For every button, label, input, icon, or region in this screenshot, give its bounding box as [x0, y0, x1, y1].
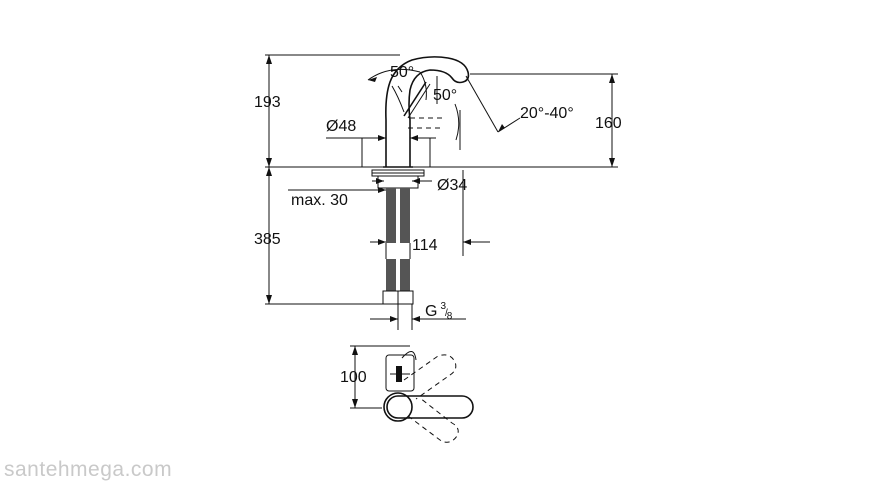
mounting-assembly	[371, 169, 425, 305]
left-dimension-lines	[265, 54, 400, 305]
spout-angle-label: 50°	[390, 64, 414, 81]
spout-height-label: 160	[595, 115, 622, 132]
reach-lines	[370, 170, 490, 256]
spout-swivel-label: 20°-40°	[520, 105, 574, 122]
diameter-hole-label: Ø34	[437, 177, 467, 194]
max-thickness-label: max. 30	[291, 192, 348, 209]
lower-height-label: 385	[254, 231, 281, 248]
plan-depth-label: 100	[340, 369, 367, 386]
max30-lines	[288, 187, 386, 193]
height-total-label: 193	[254, 94, 281, 111]
dia48-lines	[326, 135, 436, 167]
lever-angle-label: 50°	[433, 87, 457, 104]
thread-lines	[370, 304, 466, 330]
watermark: santehmega.com	[4, 458, 173, 481]
dia34-lines	[372, 178, 432, 184]
top-angle-arc	[367, 68, 421, 81]
plan-view	[350, 345, 474, 443]
right-dimension-lines	[470, 73, 618, 167]
spout-angle-lines	[436, 75, 521, 150]
reach-label: 114	[412, 237, 438, 254]
diameter-body-label: Ø48	[326, 118, 356, 135]
